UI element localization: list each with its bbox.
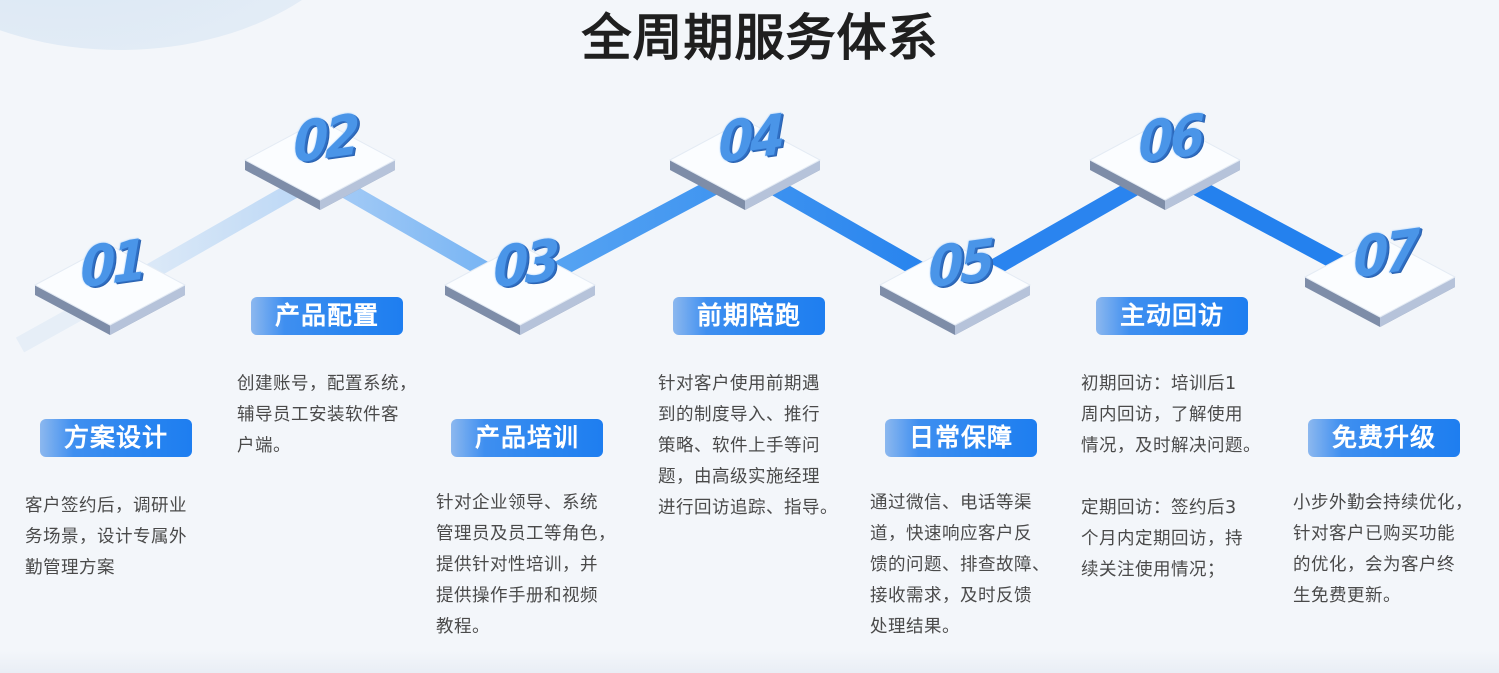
page-title: 全周期服务体系	[581, 9, 939, 67]
step-description-06: 初期回访：培训后1 周内回访，了解使用 情况，及时解决问题。 定期回访：签约后3…	[1081, 374, 1261, 580]
platform-icon	[878, 244, 1032, 335]
platform-icon	[1303, 236, 1457, 327]
step-number-03: 03	[493, 227, 557, 302]
step-label-03: 产品培训	[451, 419, 603, 457]
step-platform-07: 07	[1303, 218, 1457, 332]
step-number-06: 06	[1138, 102, 1202, 177]
step-description-01: 客户签约后，调研业 务场景，设计专属外 勤管理方案	[25, 496, 187, 578]
step-platform-05: 05	[878, 228, 1032, 340]
step-description-03: 针对企业领导、系统 管理员及员工等角色， 提供针对性培训，并 提供操作手册和视频…	[436, 493, 616, 637]
step-number-07: 07	[1353, 217, 1417, 292]
platform-icon	[33, 244, 187, 335]
step-label-04: 前期陪跑	[673, 297, 825, 335]
platform-icon	[668, 119, 822, 210]
step-label-01: 方案设计	[40, 419, 192, 457]
step-platform-04: 04	[668, 103, 822, 215]
step-number-04: 04	[718, 102, 782, 177]
platform-icon	[243, 119, 397, 210]
platform-icon	[443, 244, 597, 335]
step-label-06: 主动回访	[1096, 297, 1248, 335]
step-platform-01: 01	[33, 228, 187, 340]
step-label-05: 日常保障	[885, 419, 1037, 457]
step-description-05: 通过微信、电话等渠 道，快速响应客户反 馈的问题、排查故障、 接收需求，及时反馈…	[870, 493, 1050, 637]
step-label-02: 产品配置	[251, 297, 403, 335]
step-label-07: 免费升级	[1308, 419, 1460, 457]
step-number-01: 01	[80, 227, 144, 302]
step-description-02: 创建账号，配置系统， 辅导员工安装软件客 户端。	[237, 374, 417, 456]
bottom-decoration	[0, 651, 1499, 673]
step-platform-02: 02	[243, 103, 397, 215]
step-description-07: 小步外勤会持续优化， 针对客户已购买功能 的优化，会为客户终 生免费更新。	[1293, 493, 1473, 606]
step-description-04: 针对客户使用前期遇 到的制度导入、推行 策略、软件上手等问 题，由高级实施经理 …	[658, 374, 838, 518]
platform-icon	[1088, 119, 1242, 210]
step-platform-06: 06	[1088, 103, 1242, 215]
step-number-05: 05	[928, 227, 992, 302]
step-platform-03: 03	[443, 228, 597, 340]
step-number-02: 02	[293, 102, 357, 177]
